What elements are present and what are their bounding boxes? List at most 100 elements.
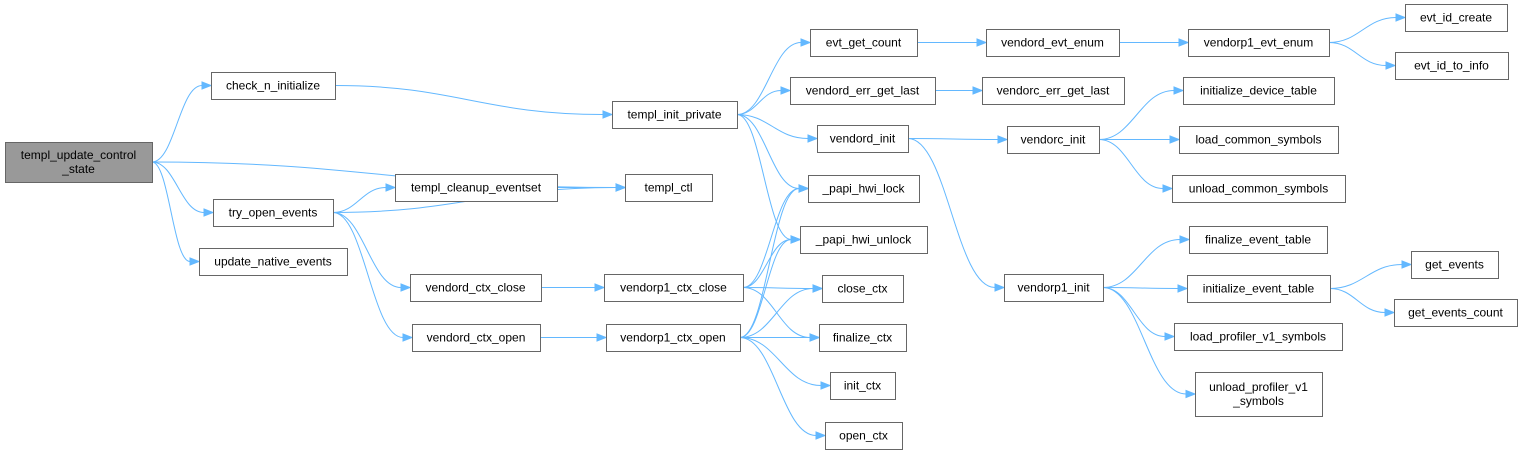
node-initctx[interactable]: init_ctx	[830, 372, 896, 400]
node-evtidinfo[interactable]: evt_id_to_info	[1395, 52, 1509, 80]
node-box	[1411, 251, 1499, 279]
node-initpriv[interactable]: templ_init_private	[612, 101, 738, 129]
node-lock[interactable]: _papi_hwi_lock	[808, 175, 920, 203]
edge-vp1close-to-closectx	[742, 287, 814, 289]
node-loadprof[interactable]: load_profiler_v1_symbols	[1174, 323, 1343, 351]
node-vcerr[interactable]: vendorc_err_get_last	[982, 77, 1125, 105]
node-box	[211, 72, 336, 100]
arrowhead-vdinit-to-vp1init	[994, 283, 1006, 292]
edge-initpriv-to-errlast	[736, 90, 782, 115]
node-check[interactable]: check_n_initialize	[211, 72, 336, 100]
node-unloadcommon[interactable]: unload_common_symbols	[1172, 175, 1346, 203]
edge-check-to-initpriv	[334, 85, 604, 115]
node-loadcommon[interactable]: load_common_symbols	[1179, 126, 1339, 154]
node-label: vendord_ctx_open	[427, 331, 526, 345]
node-vp1evtenum[interactable]: vendorp1_evt_enum	[1188, 29, 1330, 57]
node-label: _symbols	[1232, 394, 1284, 408]
arrowhead-errlast-to-vcerr	[972, 86, 984, 95]
node-label: get_events_count	[1408, 306, 1503, 320]
edge-vp1open-to-openctx	[739, 337, 817, 436]
node-vp1close[interactable]: vendorp1_ctx_close	[604, 274, 744, 302]
node-box	[825, 422, 903, 450]
node-box	[410, 274, 542, 302]
edge-initpriv-to-evtcount	[736, 42, 802, 115]
node-vcinit[interactable]: vendorc_init	[1007, 126, 1100, 154]
node-errlast[interactable]: vendord_err_get_last	[790, 77, 936, 105]
node-label: check_n_initialize	[226, 79, 320, 93]
arrowhead-tryopen-to-vctxclose	[400, 283, 412, 292]
node-box	[625, 174, 713, 202]
arrowhead-vp1evtenum-to-evtidcreate	[1395, 13, 1407, 22]
node-root[interactable]: templ_update_control_state	[5, 142, 153, 183]
node-box	[830, 372, 896, 400]
node-vdevtenum[interactable]: vendord_evt_enum	[986, 29, 1120, 57]
arrowhead-initpriv-to-vdinit	[807, 134, 819, 143]
arrowhead-vcinit-to-unloadcommon	[1162, 184, 1174, 193]
edge-vp1init-to-finevt	[1102, 239, 1181, 288]
arrowhead-vp1init-to-finevt	[1179, 235, 1191, 244]
node-box	[986, 29, 1120, 57]
edge-vp1evtenum-to-evtidinfo	[1328, 42, 1387, 66]
node-geteventscount[interactable]: get_events_count	[1394, 299, 1518, 327]
arrowhead-check-to-initpriv	[602, 110, 614, 119]
node-label: update_native_events	[214, 255, 331, 269]
node-label: finalize_ctx	[833, 331, 892, 345]
node-box	[822, 275, 904, 303]
node-ctl[interactable]: templ_ctl	[625, 174, 713, 202]
node-getevents[interactable]: get_events	[1411, 251, 1499, 279]
node-closectx[interactable]: close_ctx	[822, 275, 904, 303]
arrowhead-cleanup-to-ctl	[615, 183, 627, 192]
edge-vdinit-to-vp1init	[907, 138, 996, 288]
arrowhead-initevt-to-getevents	[1401, 260, 1413, 269]
arrowhead-root-to-tryopen	[203, 208, 215, 217]
node-vp1open[interactable]: vendorp1_ctx_open	[606, 324, 741, 352]
node-vctxopen[interactable]: vendord_ctx_open	[412, 324, 541, 352]
node-label: vendorc_init	[1021, 133, 1086, 147]
node-box	[5, 142, 153, 183]
edge-tryopen-to-vctxopen	[332, 212, 404, 338]
node-tryopen[interactable]: try_open_events	[213, 199, 334, 227]
arrowhead-vp1open-to-lock	[798, 184, 810, 193]
node-box	[604, 274, 744, 302]
node-box	[800, 226, 928, 254]
node-label: load_common_symbols	[1195, 133, 1321, 147]
node-initdev[interactable]: initialize_device_table	[1183, 77, 1335, 105]
node-unlock[interactable]: _papi_hwi_unlock	[800, 226, 928, 254]
arrowhead-initpriv-to-errlast	[780, 86, 792, 95]
edge-initevt-to-getevents	[1329, 264, 1403, 289]
edge-vp1close-to-lock	[742, 188, 800, 288]
edge-tryopen-to-cleanup	[332, 187, 387, 213]
node-finctx[interactable]: finalize_ctx	[819, 324, 907, 352]
node-evtcount[interactable]: evt_get_count	[810, 29, 918, 57]
node-box	[808, 175, 920, 203]
node-box	[1189, 226, 1328, 254]
nodes-layer: templ_update_control_state check_n_initia…	[5, 4, 1518, 450]
node-box	[1007, 126, 1100, 154]
edge-vp1init-to-loadprof	[1102, 287, 1166, 337]
node-updnative[interactable]: update_native_events	[199, 248, 348, 276]
edge-initevt-to-geteventscount	[1329, 288, 1386, 313]
arrowhead-vp1open-to-closectx	[812, 284, 824, 293]
node-box	[395, 174, 558, 202]
node-label: vendord_ctx_close	[425, 281, 525, 295]
arrowhead-vdevtenum-to-vp1evtenum	[1178, 38, 1190, 47]
edge-vcinit-to-unloadcommon	[1098, 139, 1164, 189]
node-initevt[interactable]: initialize_event_table	[1187, 275, 1331, 303]
node-cleanup[interactable]: templ_cleanup_eventset	[395, 174, 558, 202]
node-vp1init[interactable]: vendorp1_init	[1004, 274, 1104, 302]
node-label: try_open_events	[229, 206, 318, 220]
arrowhead-vp1open-to-initctx	[820, 381, 832, 390]
node-label: _papi_hwi_lock	[821, 182, 905, 196]
node-vdinit[interactable]: vendord_init	[817, 125, 909, 153]
edge-initpriv-to-vdinit	[736, 114, 809, 139]
node-finevt[interactable]: finalize_event_table	[1189, 226, 1328, 254]
node-unloadprof[interactable]: unload_profiler_v1_symbols	[1195, 372, 1323, 417]
edge-vp1open-to-unlock	[739, 239, 792, 338]
node-label: evt_id_to_info	[1414, 59, 1489, 73]
node-box	[1187, 275, 1331, 303]
node-openctx[interactable]: open_ctx	[825, 422, 903, 450]
arrowhead-vp1open-to-openctx	[815, 431, 827, 440]
node-evtidcreate[interactable]: evt_id_create	[1405, 4, 1508, 32]
node-vctxclose[interactable]: vendord_ctx_close	[410, 274, 542, 302]
